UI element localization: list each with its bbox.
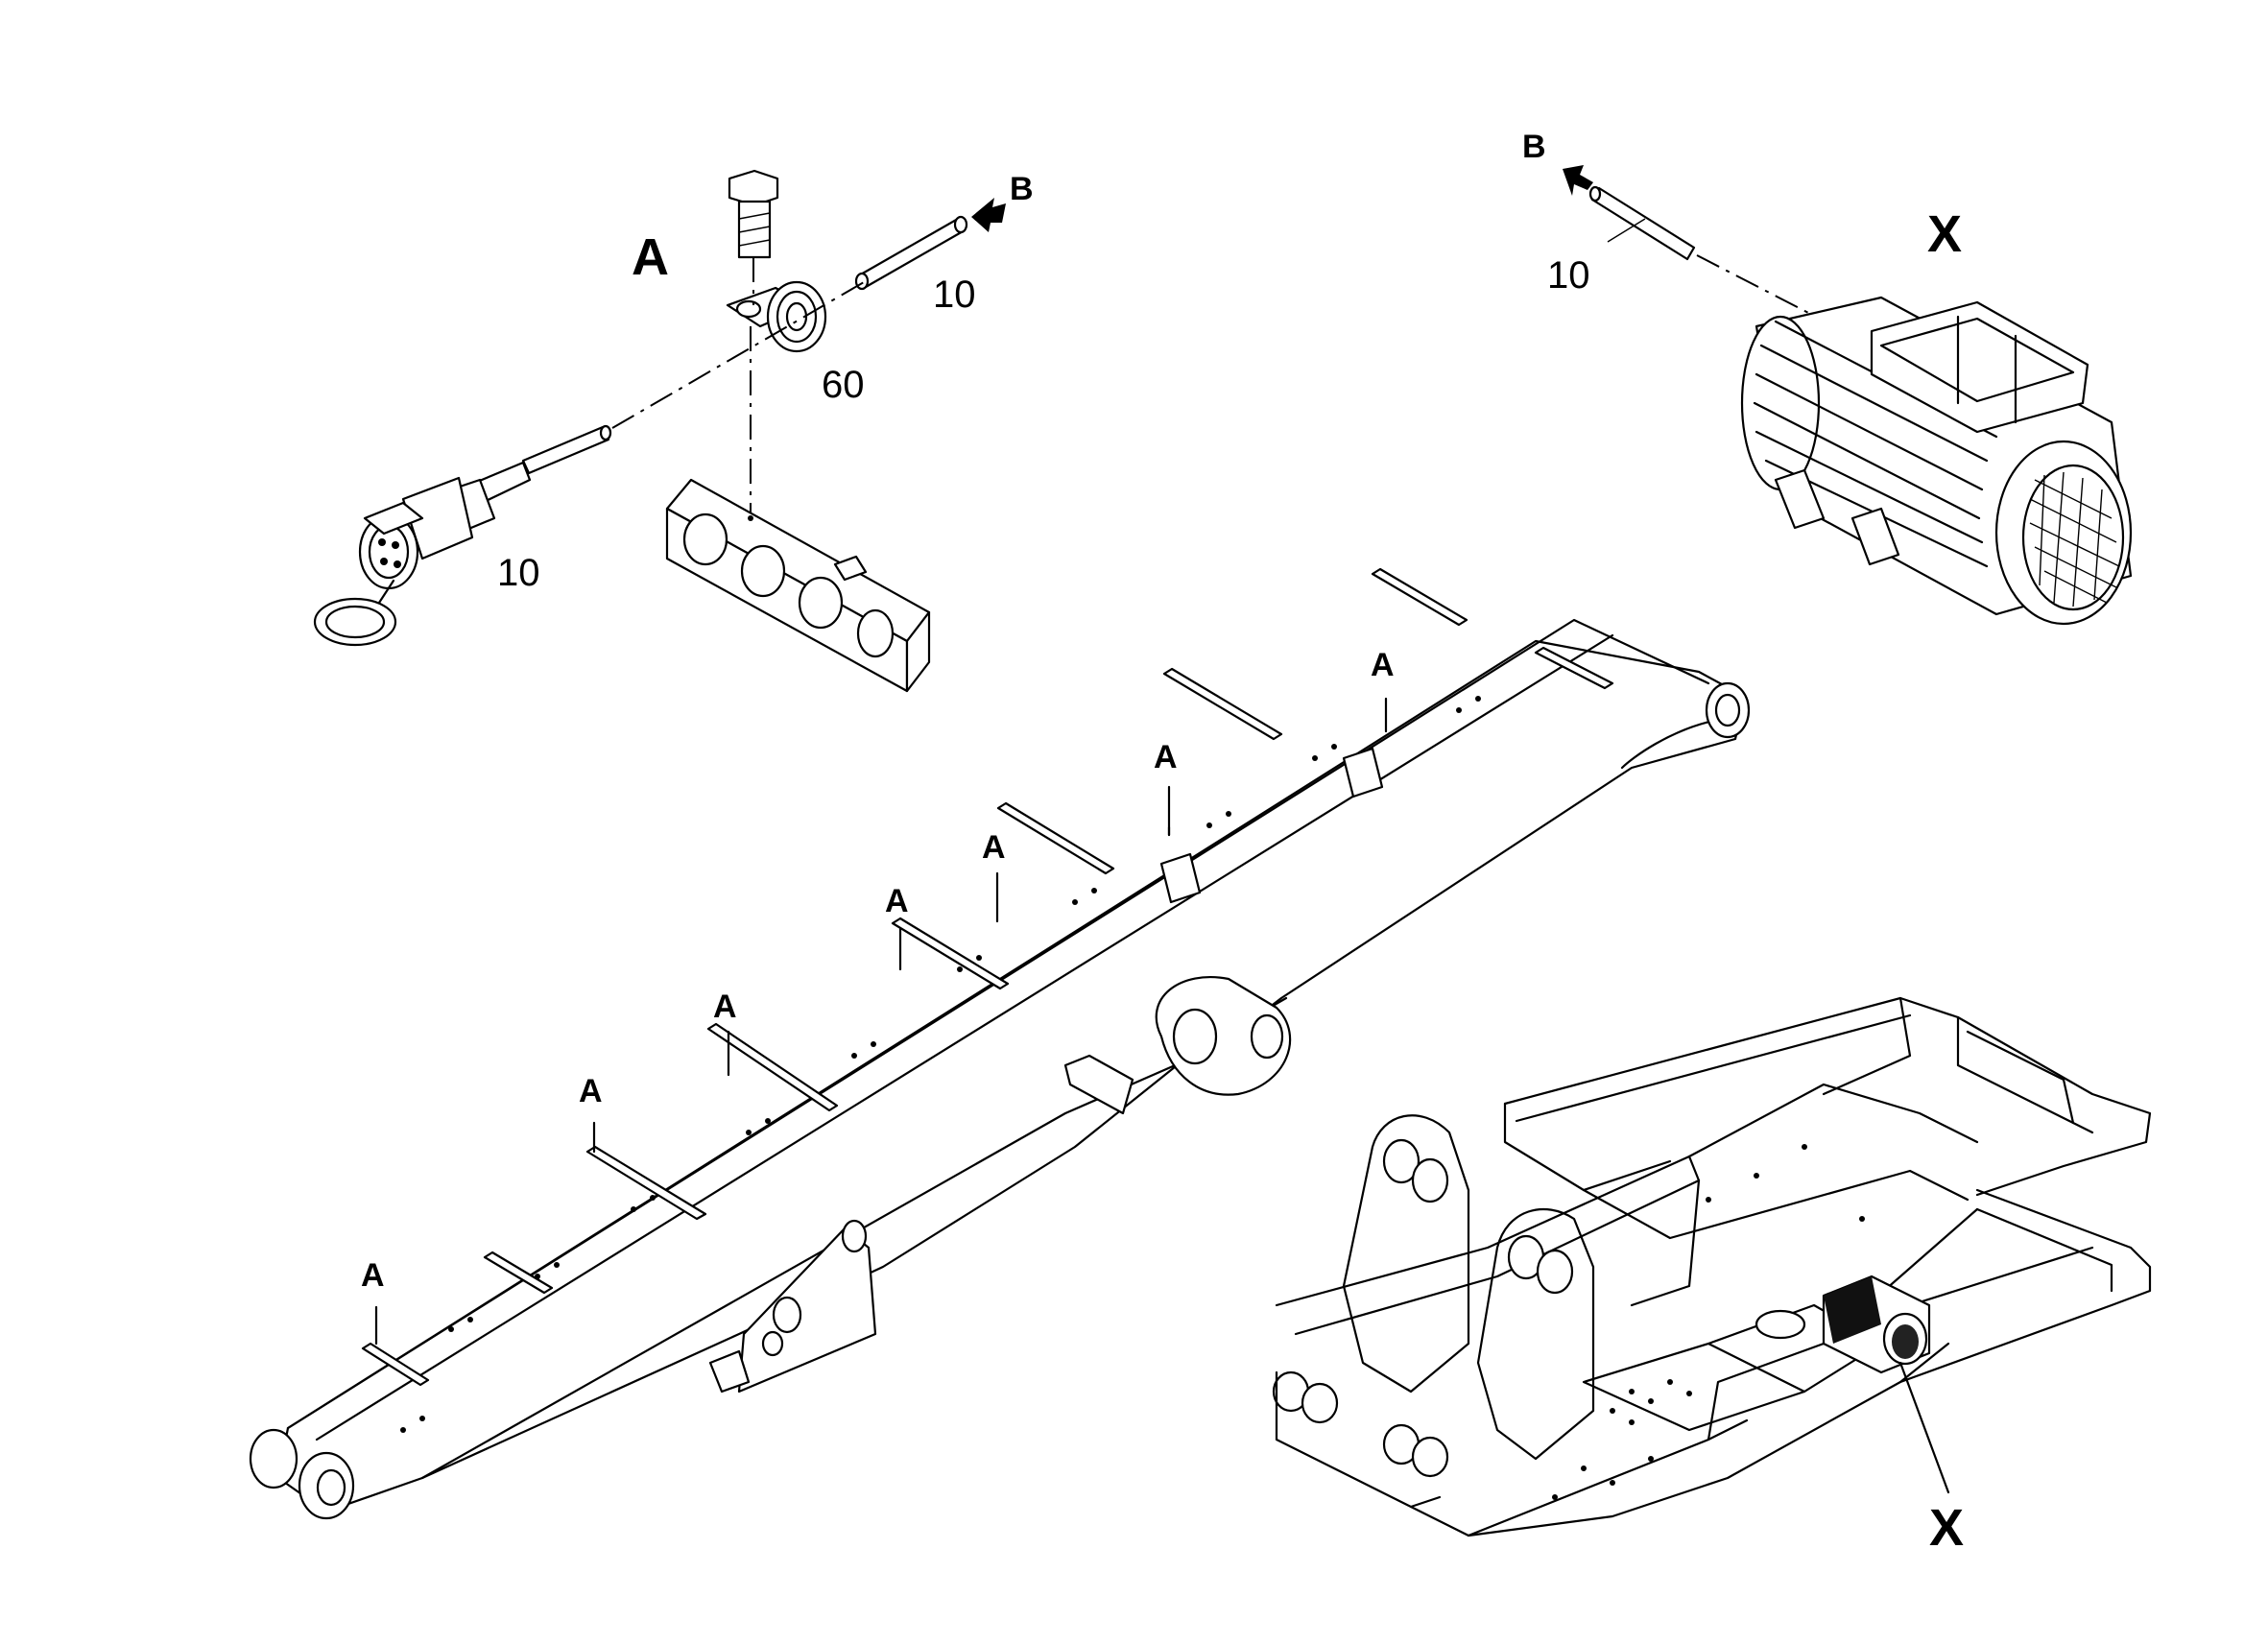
detail-a-group: A 10 60 B [313,169,1034,693]
socket-connector [313,461,532,647]
boom-location-a-6: A [1154,739,1178,775]
callout-10-upper: 10 [933,274,976,316]
arrow-b-detail-a: B [971,171,1034,232]
callout-60: 60 [822,364,865,406]
chassis-location-x: X [1929,1499,1964,1557]
boom-location-a-3: A [713,989,737,1025]
arrow-b-detail-x: B [1522,129,1593,196]
cable-x [1588,185,1696,261]
detail-x-group: X B 10 [1522,129,2133,626]
boom-location-a-1: A [361,1257,385,1294]
detail-a-title: A [632,228,669,286]
callout-10-x: 10 [1547,254,1590,297]
chassis-holes [1552,1144,1865,1500]
brackets [361,567,1614,1387]
boom-leaders [374,697,1388,1346]
electric-motor [1740,296,2133,626]
hole-pattern [400,696,1481,1433]
chassis-assembly: X [1272,996,2152,1557]
callout-10-lower: 10 [497,552,540,594]
cable-upper [854,215,968,291]
boom-location-a-4: A [885,883,909,919]
arrow-b-label: B [1522,129,1546,165]
cable-clamp [726,280,827,353]
boom-location-a-5: A [982,829,1006,866]
detail-x-title: X [1927,205,1962,263]
boom-location-a-7: A [1371,647,1395,683]
mounting-bar [665,478,931,693]
motor-location [1822,1275,1931,1374]
boom-location-a-2: A [579,1073,603,1109]
arrow-b-label: B [1010,171,1034,207]
bolt [728,169,779,259]
boom-assembly: A A A A A A A [249,567,1751,1520]
